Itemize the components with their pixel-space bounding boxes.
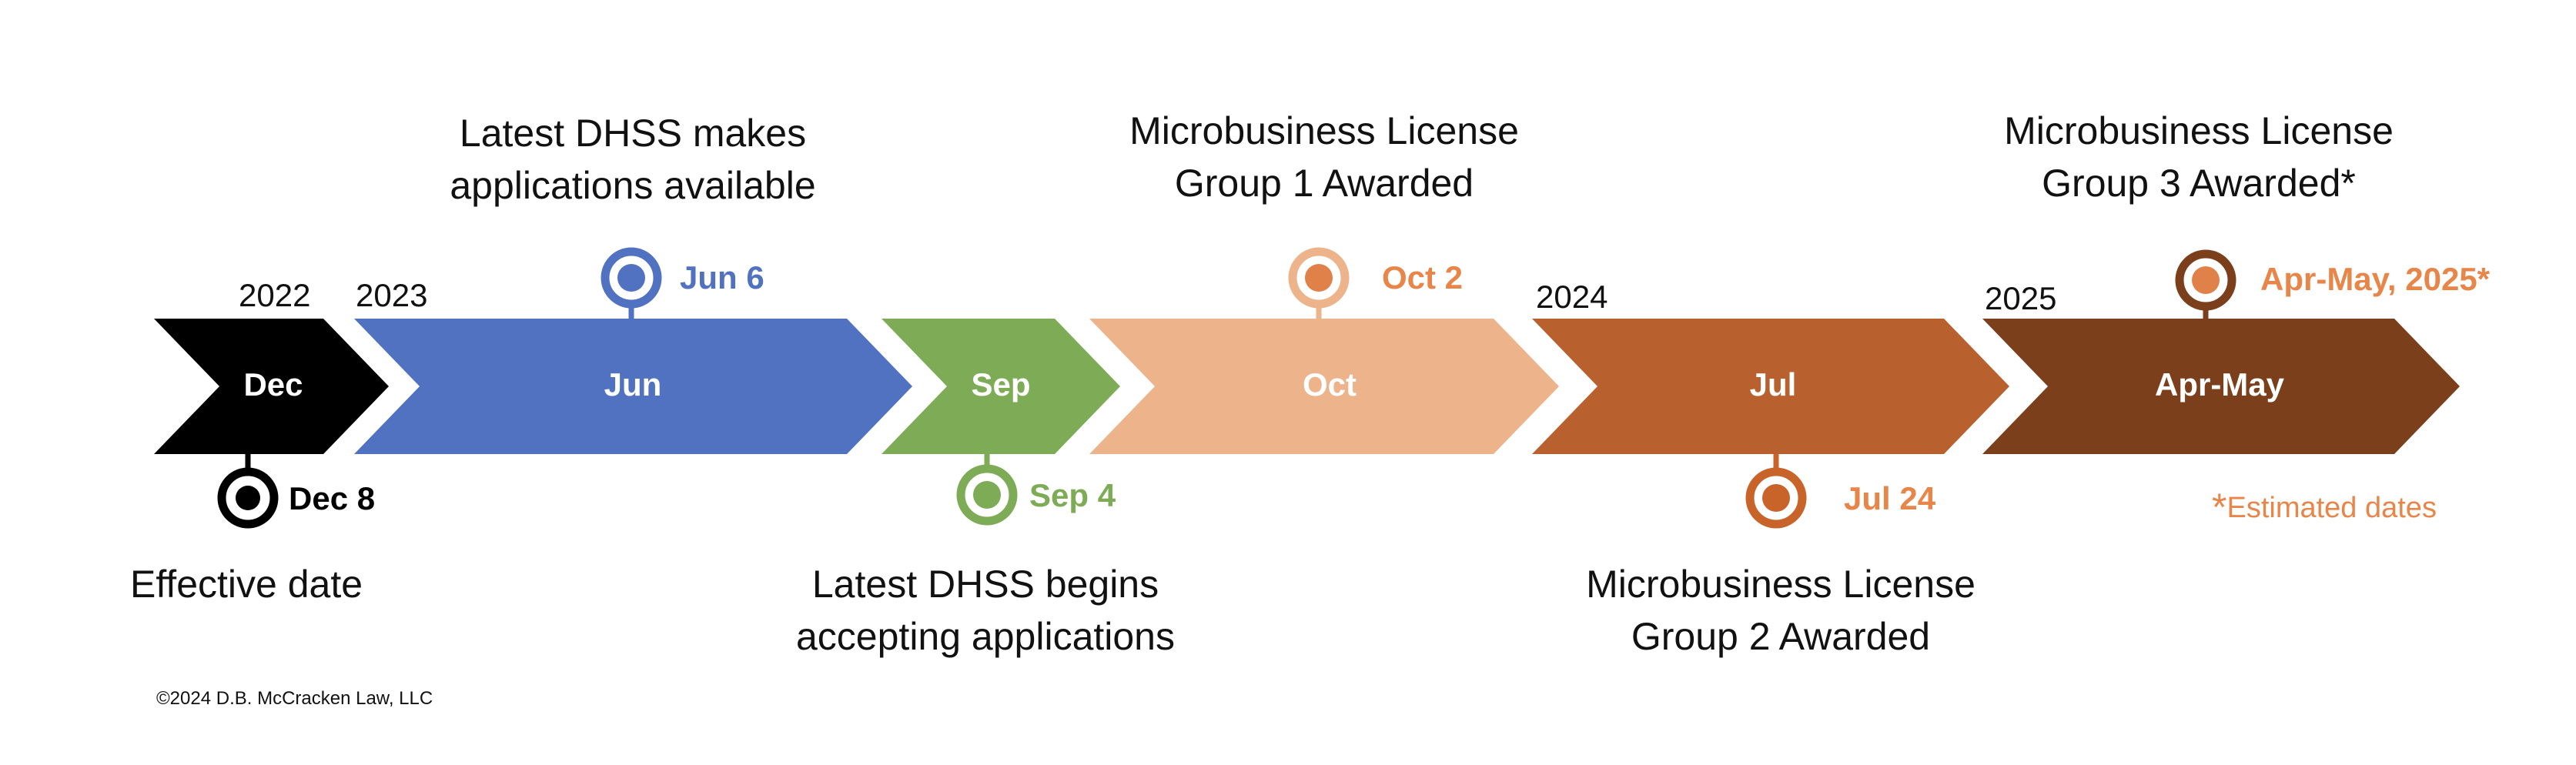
marker-aprmay2025	[2175, 249, 2236, 319]
segment-label-jul: Jul	[1749, 366, 1797, 403]
marker-dec8	[217, 454, 279, 529]
segment-sep	[882, 319, 1120, 454]
segment-label-aprmay: Apr-May	[2154, 366, 2285, 403]
event-title-jun6: Latest DHSS makes applications available	[450, 112, 816, 207]
year-label-2025: 2025	[1985, 280, 2057, 316]
segment-label-sep: Sep	[971, 366, 1031, 403]
date-label-aprmay2025: Apr-May, 2025*	[2260, 261, 2491, 297]
marker-oct2	[1288, 247, 1350, 319]
date-label-sep4: Sep 4	[1029, 477, 1116, 513]
date-label-oct2: Oct 2	[1382, 259, 1464, 296]
event-title-jul24: Microbusiness License Group 2 Awarded	[1586, 563, 1975, 658]
segment-oct	[1089, 319, 1559, 454]
event-title-dec8: Effective date	[129, 563, 363, 606]
marker-sep4	[956, 454, 1018, 526]
event-title-sep4: Latest DHSS begins accepting application…	[796, 563, 1175, 658]
marker-jul24	[1745, 454, 1807, 529]
segment-label-dec: Dec	[243, 366, 303, 403]
date-label-jun6: Jun 6	[680, 259, 764, 296]
segment-label-oct: Oct	[1302, 366, 1357, 403]
copyright-notice: ©2024 D.B. McCracken Law, LLC	[156, 688, 433, 709]
event-title-oct2: Microbusiness License Group 1 Awarded	[1129, 109, 1519, 205]
date-label-dec8: Dec 8	[289, 480, 376, 516]
asterisk-mark: *	[2212, 486, 2227, 529]
event-title-aprmay2025: Microbusiness License Group 3 Awarded*	[2004, 109, 2394, 205]
estimated-dates-note: *Estimated dates	[2212, 486, 2437, 529]
segment-jun	[354, 319, 912, 454]
year-label-2024: 2024	[1536, 279, 1608, 315]
segment-aprmay	[1982, 319, 2460, 454]
segment-dec	[154, 319, 389, 454]
year-label-2023: 2023	[356, 277, 428, 313]
marker-jun6	[601, 247, 662, 319]
year-label-2022: 2022	[239, 277, 311, 313]
segment-jul	[1532, 319, 2009, 454]
segment-label-jun: Jun	[604, 366, 662, 403]
date-label-jul24: Jul 24	[1844, 480, 1936, 516]
